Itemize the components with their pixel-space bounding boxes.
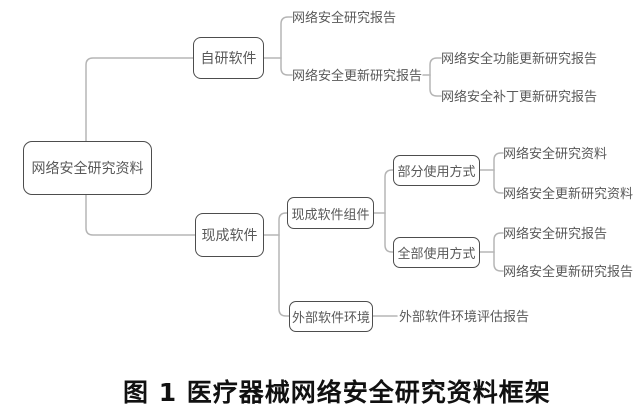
connector-component-bracket bbox=[373, 169, 394, 253]
node-partial-use-mode: 部分使用方式 bbox=[393, 155, 480, 186]
figure-caption: 图 1 医疗器械网络安全研究资料框架 bbox=[123, 378, 551, 407]
connector-selfdev-bracket bbox=[263, 16, 293, 76]
connector-root-to-selfdev bbox=[85, 57, 194, 142]
connector-ready-bracket bbox=[263, 212, 290, 317]
leaf-security-update-research-report-2: 网络安全更新研究报告 bbox=[503, 264, 634, 280]
leaf-security-research-report: 网络安全研究报告 bbox=[292, 10, 397, 26]
connector-full-bracket bbox=[479, 232, 504, 272]
node-external-software-environment: 外部软件环境 bbox=[289, 301, 373, 332]
connector-partial-bracket bbox=[479, 152, 504, 194]
leaf-security-update-research-material: 网络安全更新研究资料 bbox=[503, 186, 634, 202]
leaf-external-env-assessment-report: 外部软件环境评估报告 bbox=[399, 309, 530, 325]
node-self-developed-software: 自研软件 bbox=[193, 37, 264, 79]
node-full-use-mode: 全部使用方式 bbox=[393, 237, 480, 268]
leaf-patch-update-research-report: 网络安全补丁更新研究报告 bbox=[441, 89, 598, 105]
connector-update-report-bracket bbox=[422, 57, 442, 97]
node-root: 网络安全研究资料 bbox=[23, 141, 152, 195]
leaf-security-research-material: 网络安全研究资料 bbox=[503, 146, 608, 162]
node-off-the-shelf-component: 现成软件组件 bbox=[287, 197, 374, 229]
leaf-security-research-report-2: 网络安全研究报告 bbox=[503, 226, 608, 242]
node-off-the-shelf-software: 现成软件 bbox=[195, 213, 264, 257]
leaf-security-update-research-report: 网络安全更新研究报告 bbox=[292, 68, 423, 84]
leaf-function-update-research-report: 网络安全功能更新研究报告 bbox=[441, 51, 598, 67]
connector-root-to-ready bbox=[85, 194, 196, 236]
